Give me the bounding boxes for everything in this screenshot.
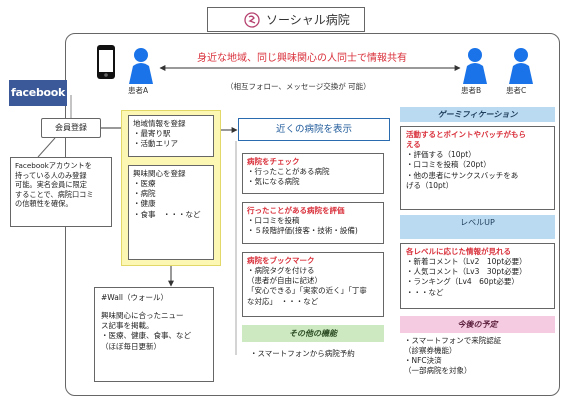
interest-registration-title: 興味関心を登録 [133,169,186,178]
interest-registration-item: ・医療 [133,179,156,189]
facebook-note: Facebookアカウントを 持っている人のみ登録 可能。実名会員に限定 するこ… [10,157,112,227]
wall-box[interactable]: #Wall（ウォール） 興味関心に合ったニュー ス記事を掲載。 ・医療、健康、食… [94,287,214,382]
levels-box: 各レベルに応じた情報が見れる ・新着コメント（Lv2 10pt必要） ・人気コメ… [400,243,555,309]
points-item: ・他の患者にサンクスバッチをあ [406,170,519,180]
interest-registration-item: ・病院 [133,189,156,199]
levels-item: ・人気コメント（Lv3 30pt必要） [406,267,527,277]
interest-registration-box[interactable]: 興味関心を登録 ・医療 ・病院 ・健康 ・食事 ・・・など [128,165,214,260]
points-heading: 活動するとポイントやバッチがもら [406,130,526,139]
future-plans-header: 今後の予定 [400,316,555,333]
levels-item: ・新着コメント（Lv2 10pt必要） [406,257,527,267]
interest-registration-item: ・健康 [133,199,156,209]
hospital-evaluation-title: 行ったことがある病院を評価 [247,206,345,215]
patient-c-label: 患者C [506,86,527,95]
gamification-header: ゲーミフィケーション [400,107,555,122]
future-plans-item: ・NFC決済 [404,356,442,366]
hospital-evaluation-box[interactable]: 行ったことがある病院を評価 ・口コミを投稿 ・５段階評価(接客・技術・設備) [242,202,384,244]
points-heading: える [406,140,421,150]
facebook-note-line: 可能。実名会員に限定 [15,180,87,189]
hospital-check-box[interactable]: 病院をチェック ・行ったことがある病院 ・気になる病院 [242,153,384,194]
hospital-logo-icon [244,12,260,28]
tagline-subtext: （相互フォロー、メッセージ交換が 可能） [226,82,371,91]
tagline: 身近な地域、同じ興味関心の人同士で情報共有 [197,53,407,64]
patient-b-label: 患者B [461,86,482,95]
show-nearby-hospitals-button[interactable]: 近くの病院を表示 [238,118,390,141]
title-box: ソーシャル病院 [207,7,365,32]
other-functions-header: その他の機能 [242,325,384,342]
patient-b-icon [463,48,487,84]
hospital-bookmark-item: （患者が自由に記述） [247,276,322,286]
hospital-check-item: ・行ったことがある病院 [247,167,330,177]
future-plans-list: ・スマートフォンで来院認証 （診察券機能） ・NFC決済 （一部病院を対象） [404,336,501,377]
future-plans-item: （一部病院を対象） [404,366,472,376]
facebook-note-line: Facebookアカウントを [15,161,92,170]
patient-a-label: 患者A [128,86,149,95]
wall-line: ス記事を掲載。 [101,321,154,331]
wall-title: #Wall（ウォール） [101,293,168,302]
points-box: 活動するとポイントやバッチがもら える ・評価する（10pt） ・口コミを投稿（… [400,126,555,210]
levels-item: ・ランキング（Lv4 60pt必要） [406,277,519,287]
other-functions-item: ・スマートフォンから病院予約 [250,349,355,358]
level-up-banner: レベルUP [400,215,555,239]
page-title: ソーシャル病院 [266,13,350,27]
hospital-bookmark-box[interactable]: 病院をブックマーク ・病院タグを付ける （患者が自由に記述） 「安心できる」「実… [242,252,384,317]
area-registration-box[interactable]: 地域情報を登録 ・最寄り駅 ・活動エリア [128,115,214,157]
future-plans-item: ・スマートフォンで来院認証 [404,336,502,345]
area-registration-item: ・活動エリア [133,139,178,149]
hospital-bookmark-title: 病院をブックマーク [247,256,315,265]
patient-a-icon [129,48,153,84]
smartphone-icon [97,45,115,79]
facebook-note-line: の信頼性を確保。 [15,199,73,208]
points-item: ・評価する（10pt） [406,150,476,160]
facebook-logo: facebook [9,80,67,106]
hospital-evaluation-item: ・５段階評価(接客・技術・設備) [247,226,358,236]
hospital-bookmark-item: な対応」 ・・・など [247,296,319,306]
patient-c-icon [509,48,533,84]
hospital-check-title: 病院をチェック [247,157,300,166]
hospital-check-item: ・気になる病院 [247,177,300,187]
note-pointer-line [37,137,56,158]
facebook-note-line: 持っている人のみ登録 [15,170,87,180]
facebook-note-line: することで、病院口コミ [15,189,94,199]
hospital-evaluation-item: ・口コミを投稿 [247,216,300,226]
wall-line: 興味関心に合ったニュー [101,311,184,321]
interest-registration-item: ・食事 ・・・など [133,209,201,219]
wall-line: （ほぼ毎日更新） [101,341,161,351]
levels-item: ・・・など [406,287,444,297]
levels-title: 各レベルに応じた情報が見れる [406,247,511,256]
hospital-bookmark-item: 「安心できる」「実家の近く」「丁寧 [247,286,367,296]
member-registration-button[interactable]: 会員登録 [41,118,101,138]
points-item: げる（10pt） [406,180,454,190]
hospital-bookmark-item: ・病院タグを付ける [247,266,315,276]
area-registration-item: ・最寄り駅 [133,129,171,139]
area-registration-title: 地域情報を登録 [133,119,186,128]
future-plans-item: （診察券機能） [404,346,457,356]
wall-line: ・医療、健康、食事、など [101,331,191,341]
points-item: ・口コミを投稿（20pt） [406,160,491,170]
